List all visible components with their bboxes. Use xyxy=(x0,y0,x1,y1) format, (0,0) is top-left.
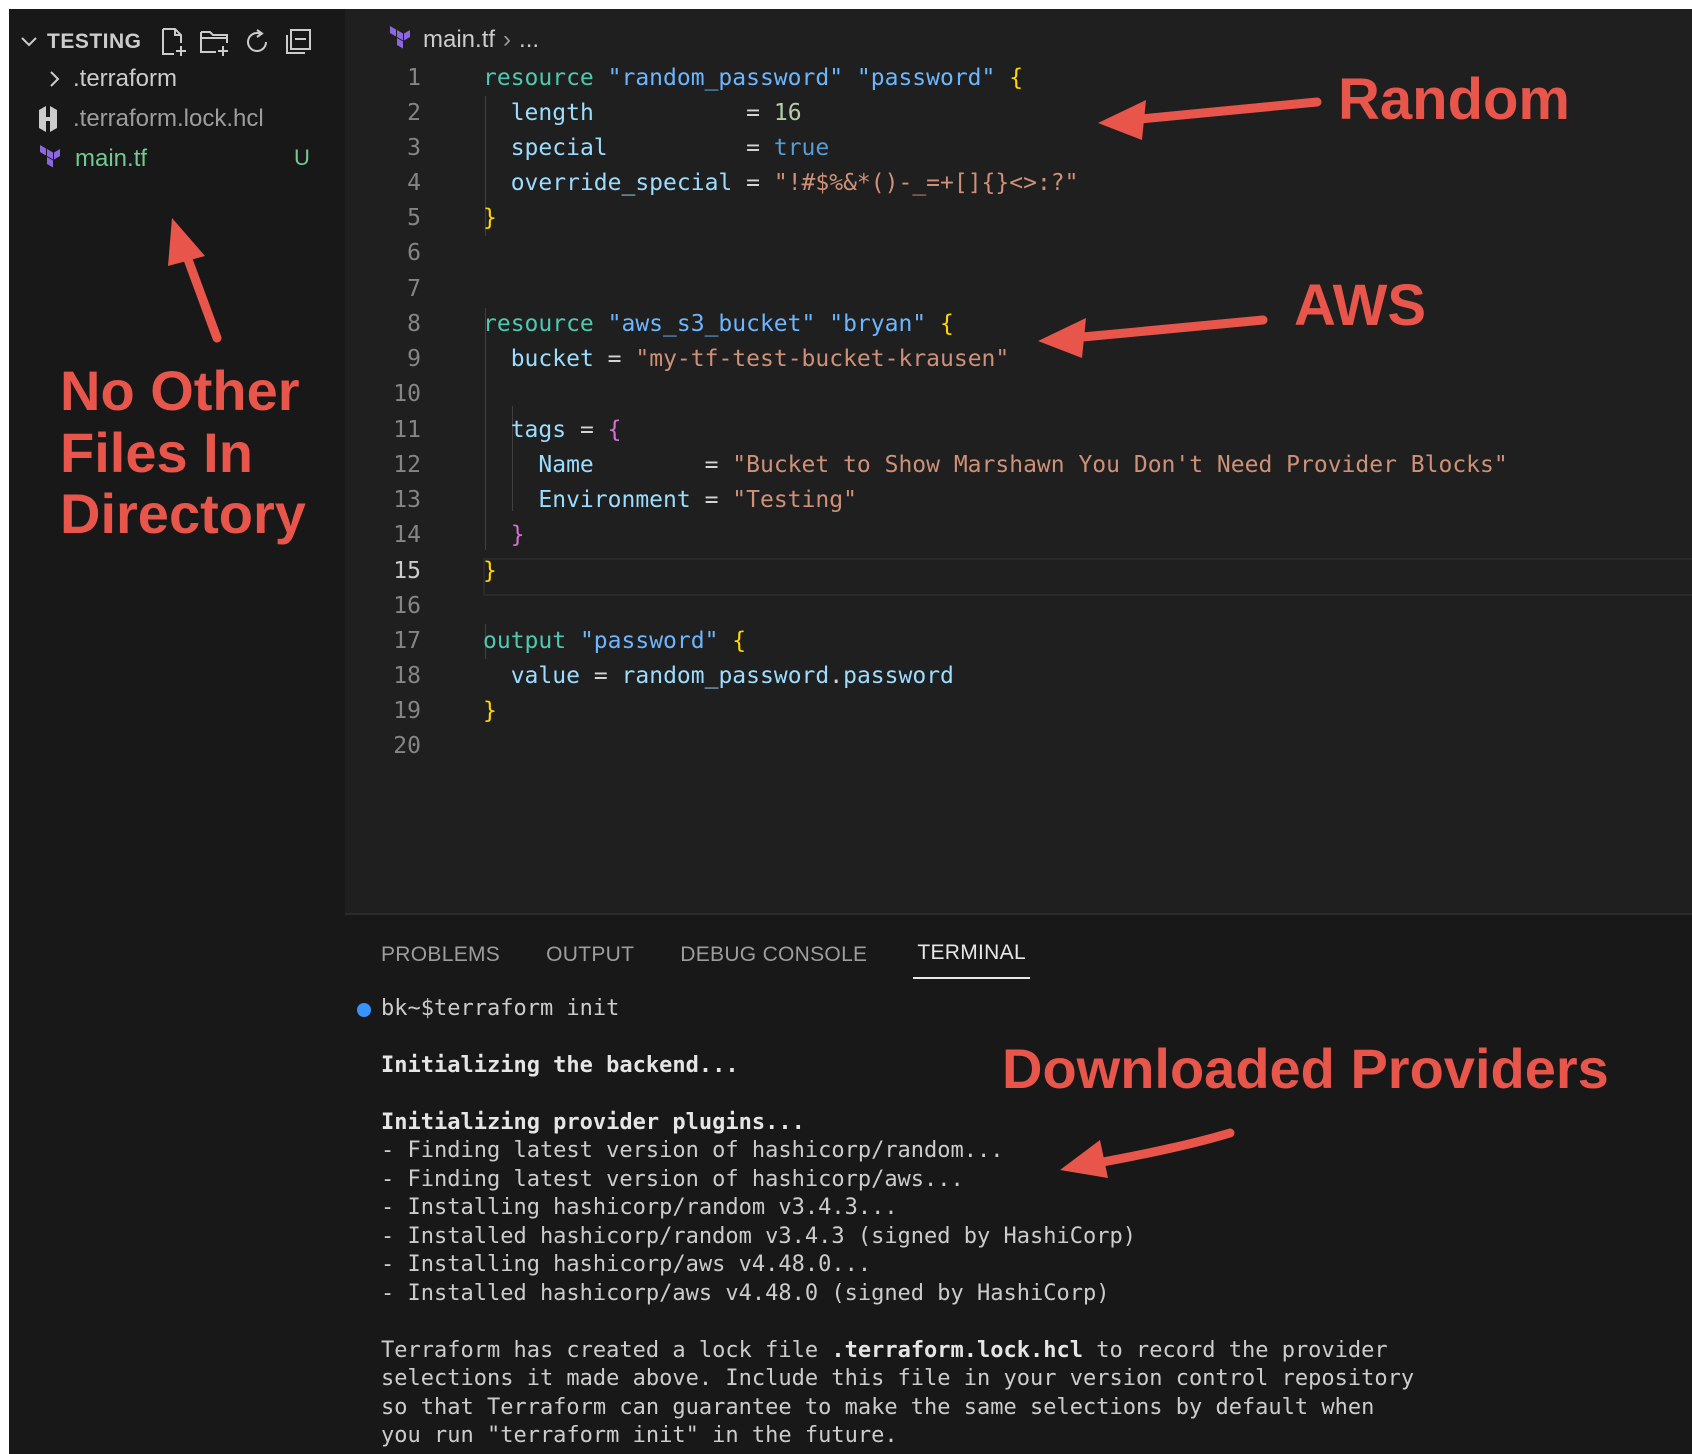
explorer-sidebar: TESTING .terraform .terraform.lock.hcl m… xyxy=(9,9,345,1454)
line-number: 15 xyxy=(393,558,421,584)
tab-problems[interactable]: PROBLEMS xyxy=(381,943,501,966)
tab-debug-console[interactable]: DEBUG CONSOLE xyxy=(680,943,868,966)
line-number: 13 xyxy=(393,487,421,513)
terminal-line: Terraform has created a lock file .terra… xyxy=(381,1338,1388,1363)
line-number: 2 xyxy=(407,100,421,126)
terminal-line: - Installed hashicorp/aws v4.48.0 (signe… xyxy=(381,1281,1110,1306)
tree-item-label: main.tf xyxy=(75,145,148,172)
code-line: value = random_password.password xyxy=(510,663,954,689)
code-line: tags = { xyxy=(510,417,622,443)
line-number: 6 xyxy=(407,240,421,266)
line-number: 3 xyxy=(407,135,421,161)
terraform-icon xyxy=(40,145,60,168)
terminal-line: Initializing provider plugins... xyxy=(381,1110,805,1135)
code-line: special = true xyxy=(510,135,830,161)
line-number: 10 xyxy=(393,381,421,407)
line-number: 17 xyxy=(393,628,421,654)
line-number: 20 xyxy=(393,733,421,759)
refresh-icon[interactable] xyxy=(240,25,274,59)
annotation-aws: AWS xyxy=(1294,273,1427,338)
collapse-all-icon[interactable] xyxy=(282,25,316,59)
tree-item-terraform-folder[interactable]: .terraform xyxy=(47,59,177,99)
terminal-line: - Installing hashicorp/aws v4.48.0... xyxy=(381,1252,872,1277)
code-line: bucket = "my-tf-test-bucket-krausen" xyxy=(510,346,1010,372)
terminal-line: - Finding latest version of hashicorp/ra… xyxy=(381,1138,1004,1163)
breadcrumb-rest[interactable]: ... xyxy=(519,26,540,53)
hashicorp-icon xyxy=(39,106,57,132)
code-line: } xyxy=(483,205,497,231)
terraform-icon xyxy=(390,26,410,49)
code-line: output "password" { xyxy=(483,628,747,654)
terminal-line: so that Terraform can guarantee to make … xyxy=(381,1395,1375,1420)
line-number: 4 xyxy=(407,170,421,196)
line-number: 5 xyxy=(407,205,421,231)
explorer-title[interactable]: TESTING xyxy=(47,30,142,53)
terminal-line: selections it made above. Include this f… xyxy=(381,1366,1415,1391)
code-line: resource "aws_s3_bucket" "bryan" { xyxy=(483,311,954,337)
indent-guide xyxy=(485,96,486,236)
code-line: Name = "Bucket to Show Marshawn You Don'… xyxy=(538,452,1508,478)
tree-item-label: .terraform xyxy=(73,65,178,92)
line-number: 1 xyxy=(407,65,421,91)
indent-guide xyxy=(485,308,486,550)
terminal-line: bk~$terraform init xyxy=(357,995,619,1023)
terminal-line: - Installing hashicorp/random v3.4.3... xyxy=(381,1195,898,1220)
line-number: 16 xyxy=(393,593,421,619)
line-number: 14 xyxy=(393,522,421,548)
tab-terminal[interactable]: TERMINAL xyxy=(913,941,1030,979)
indent-guide xyxy=(512,406,513,511)
line-number: 18 xyxy=(393,663,421,689)
terminal-line: - Installed hashicorp/random v3.4.3 (sig… xyxy=(381,1224,1136,1249)
chevron-right-icon: › xyxy=(503,26,512,53)
indent-guide xyxy=(485,624,486,659)
breadcrumb: main.tf › ... xyxy=(387,23,539,57)
untracked-badge: U xyxy=(294,145,310,170)
line-number: 19 xyxy=(393,698,421,724)
command-status-dot xyxy=(357,1003,371,1017)
line-number: 8 xyxy=(407,311,421,337)
chevron-right-icon xyxy=(50,71,60,87)
new-folder-icon[interactable] xyxy=(198,25,232,59)
tree-item-label: .terraform.lock.hcl xyxy=(73,105,264,132)
breadcrumb-file[interactable]: main.tf xyxy=(423,26,496,53)
annotation-random: Random xyxy=(1338,67,1570,132)
tree-item-lock-file[interactable]: .terraform.lock.hcl xyxy=(33,99,264,139)
annotation-no-other-files: No Other Files In Directory xyxy=(60,359,306,546)
code-line: } xyxy=(483,698,497,724)
tree-item-main-tf[interactable]: main.tf xyxy=(37,139,147,179)
vscode-window: TESTING .terraform .terraform.lock.hcl m… xyxy=(9,9,1692,1454)
bottom-panel: PROBLEMS OUTPUT DEBUG CONSOLE TERMINAL b… xyxy=(345,913,1692,1454)
code-line: length = 16 xyxy=(510,100,802,126)
line-number: 11 xyxy=(393,417,421,443)
code-line: resource "random_password" "password" { xyxy=(483,65,1024,91)
line-number: 9 xyxy=(407,346,421,372)
current-line-highlight xyxy=(483,558,1692,596)
terminal-line: you run "terraform init" in the future. xyxy=(381,1423,898,1448)
code-line: } xyxy=(483,558,497,584)
new-file-icon[interactable] xyxy=(156,25,190,59)
code-line: Environment = "Testing" xyxy=(538,487,857,513)
code-line: override_special = "!#$%&*()-_=+[]{}<>:?… xyxy=(510,170,1079,196)
terminal-line: - Finding latest version of hashicorp/aw… xyxy=(381,1167,964,1192)
line-number: 12 xyxy=(393,452,421,478)
panel-tabs: PROBLEMS OUTPUT DEBUG CONSOLE TERMINAL xyxy=(345,915,1076,979)
annotation-downloaded-providers: Downloaded Providers xyxy=(1002,1037,1609,1100)
tab-output[interactable]: OUTPUT xyxy=(546,943,635,966)
line-number: 7 xyxy=(407,276,421,302)
terminal-line: Initializing the backend... xyxy=(381,1053,739,1078)
chevron-down-icon[interactable] xyxy=(19,32,39,52)
editor-area[interactable]: main.tf › ... 1 2 3 4 5 6 7 8 9 10 11 12… xyxy=(345,9,1692,913)
code-line: } xyxy=(510,522,525,548)
explorer-header: TESTING xyxy=(19,25,324,59)
